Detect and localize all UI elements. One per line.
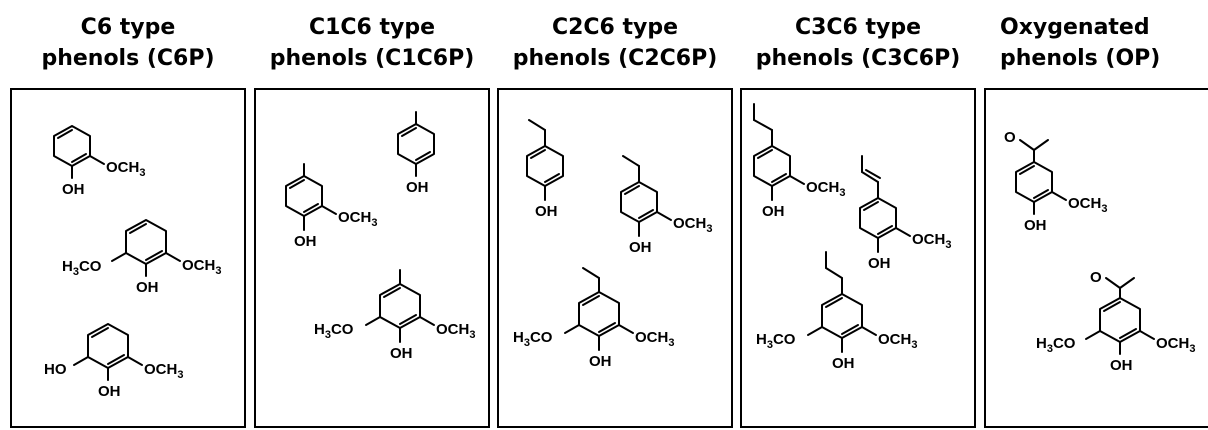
- column-title: C3C6 type phenols (C3C6P): [740, 12, 976, 74]
- column-c1c6p: C1C6 type phenols (C1C6P): [254, 0, 490, 420]
- label-ho: HO: [44, 361, 67, 378]
- molecule-ethylguaiacol: OH OCH3: [620, 155, 712, 256]
- molecule-p-cresol: OH: [397, 111, 435, 196]
- label-oh: OH: [589, 353, 612, 370]
- label-och3: OCH3: [338, 209, 377, 229]
- title-line-1: Oxygenated: [1000, 15, 1150, 40]
- molecule-methoxycatechol: HO OH OCH3: [44, 323, 183, 400]
- label-och3: OCH3: [1156, 335, 1195, 355]
- title-line-2: phenols (C1C6P): [269, 46, 475, 71]
- label-oh: OH: [62, 181, 85, 198]
- column-c3c6p: C3C6 type phenols (C3C6P): [740, 0, 976, 420]
- molecule-structures-c6p: OH OCH3 H3CO OH OCH3 HO OH OCH3: [44, 125, 221, 400]
- column-title: C6 type phenols (C6P): [10, 12, 246, 74]
- label-och3: OCH3: [806, 179, 845, 199]
- title-line-1: C1C6 type: [308, 15, 436, 40]
- title-line-2: phenols (C3C6P): [755, 46, 961, 71]
- label-oh: OH: [762, 203, 785, 220]
- label-och3: OCH3: [635, 329, 674, 349]
- label-o: O: [1004, 129, 1016, 146]
- molecule-methylsyringol: H3CO OH OCH3: [314, 269, 475, 362]
- molecule-propylsyringol: H3CO OH OCH3: [756, 251, 917, 372]
- title-line-2: phenols (C6P): [41, 46, 215, 71]
- label-och3: OCH3: [144, 361, 183, 381]
- panel-c1c6p: OH OH OCH3 H3CO OH OCH3: [254, 88, 490, 428]
- molecule-ethylsyringol: H3CO OH OCH3: [513, 267, 674, 370]
- label-oh: OH: [406, 179, 429, 196]
- molecule-isoeugenol: OH OCH3: [859, 155, 951, 272]
- title-line-1: C3C6 type: [794, 15, 922, 40]
- label-oh: OH: [1110, 357, 1133, 374]
- panel-c6p: OH OCH3 H3CO OH OCH3 HO OH OCH3: [10, 88, 246, 428]
- panel-op: O OH OCH3 O H3CO OH OCH3: [984, 88, 1208, 428]
- molecule-ethylphenol: OH: [526, 119, 564, 220]
- label-h3co: H3CO: [314, 321, 354, 341]
- label-oh: OH: [136, 279, 159, 296]
- molecule-structures-c1c6p: OH OH OCH3 H3CO OH OCH3: [285, 111, 475, 362]
- label-och3: OCH3: [673, 215, 712, 235]
- label-h3co: H3CO: [1036, 335, 1076, 355]
- label-oh: OH: [294, 233, 317, 250]
- label-och3: OCH3: [106, 159, 145, 179]
- label-och3: OCH3: [878, 331, 917, 351]
- label-oh: OH: [535, 203, 558, 220]
- molecule-structures-c2c6p: OH OH OCH3 H3CO OH OCH3: [513, 119, 712, 370]
- label-oh: OH: [868, 255, 891, 272]
- title-line-2: phenols (C2C6P): [512, 46, 718, 71]
- label-oh: OH: [98, 383, 121, 400]
- title-line-2: phenols (OP): [1000, 46, 1161, 71]
- label-och3: OCH3: [182, 257, 221, 277]
- molecule-guaiacol: OH OCH3: [53, 125, 145, 198]
- label-oh: OH: [390, 345, 413, 362]
- label-oh: OH: [629, 239, 652, 256]
- panel-c3c6p: OH OCH3 OH OCH3 H3CO OH OCH3: [740, 88, 976, 428]
- molecule-propylguaiacol: OH OCH3: [753, 103, 845, 220]
- label-och3: OCH3: [1068, 195, 1107, 215]
- molecule-structures-op: O OH OCH3 O H3CO OH OCH3: [1004, 129, 1195, 374]
- molecule-acetosyringone: O H3CO OH OCH3: [1036, 269, 1195, 374]
- molecule-structures-c3c6p: OH OCH3 OH OCH3 H3CO OH OCH3: [753, 103, 951, 372]
- label-och3: OCH3: [436, 321, 475, 341]
- column-title: C1C6 type phenols (C1C6P): [254, 12, 490, 74]
- label-h3co: H3CO: [62, 258, 102, 278]
- title-line-1: C6 type: [80, 15, 176, 40]
- molecule-creosol: OH OCH3: [285, 163, 377, 250]
- column-title: C2C6 type phenols (C2C6P): [497, 12, 733, 74]
- column-c2c6p: C2C6 type phenols (C2C6P): [497, 0, 733, 420]
- label-oh: OH: [1024, 217, 1047, 234]
- column-c6p: C6 type phenols (C6P): [10, 0, 246, 420]
- molecule-syringol: H3CO OH OCH3: [62, 219, 221, 296]
- label-o: O: [1090, 269, 1102, 286]
- column-title: Oxygenated phenols (OP): [984, 12, 1208, 74]
- column-op: Oxygenated phenols (OP): [984, 0, 1208, 420]
- title-line-1: C2C6 type: [551, 15, 679, 40]
- label-h3co: H3CO: [513, 329, 553, 349]
- label-oh: OH: [832, 355, 855, 372]
- label-h3co: H3CO: [756, 331, 796, 351]
- panel-c2c6p: OH OH OCH3 H3CO OH OCH3: [497, 88, 733, 428]
- label-och3: OCH3: [912, 231, 951, 251]
- molecule-acetovanillone: O OH OCH3: [1004, 129, 1107, 234]
